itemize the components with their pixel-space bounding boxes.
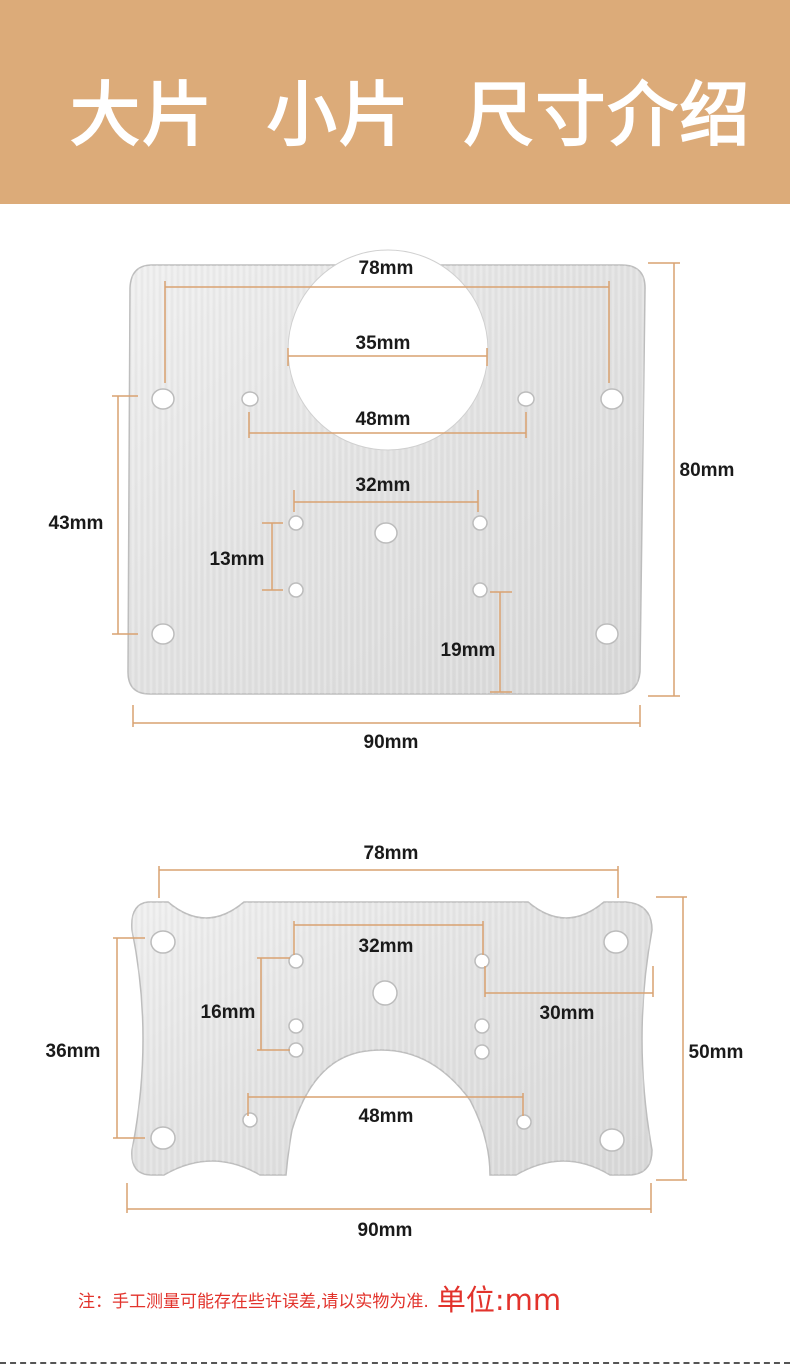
large-hole [151, 388, 175, 410]
small-hole [288, 1042, 304, 1058]
small-label-50: 50mm [689, 1042, 744, 1063]
large-label-80: 80mm [680, 460, 735, 481]
small-plate: 78mm 32mm 16mm 30mm 48mm 36mm 50mm 90mm [46, 843, 744, 1241]
large-hole [600, 388, 624, 410]
unit-label: 单位:mm [436, 1283, 562, 1317]
large-label-13: 13mm [210, 549, 265, 570]
large-dim-32 [293, 490, 479, 512]
small-hole [288, 953, 304, 969]
large-dim-13 [262, 522, 283, 591]
large-hole [374, 522, 398, 544]
small-hole [516, 1114, 532, 1130]
large-label-78: 78mm [359, 258, 414, 279]
small-hole [474, 1044, 490, 1060]
small-hole [474, 953, 490, 969]
small-dim-48 [247, 1093, 524, 1116]
small-label-32: 32mm [359, 936, 414, 957]
small-hole [603, 930, 629, 954]
large-dim-48 [248, 412, 527, 438]
large-label-32: 32mm [356, 475, 411, 496]
small-hole [599, 1128, 625, 1152]
large-dim-90 [132, 705, 641, 727]
small-hole [288, 1018, 304, 1034]
small-label-36: 36mm [46, 1041, 101, 1062]
small-label-48: 48mm [359, 1106, 414, 1127]
small-label-90: 90mm [358, 1220, 413, 1241]
header-banner: 大片 小片 尺寸介绍 [0, 0, 790, 204]
large-dim-19 [490, 591, 512, 693]
large-label-35: 35mm [356, 333, 411, 354]
small-label-16: 16mm [201, 1002, 256, 1023]
large-hole [151, 623, 175, 645]
small-hole [372, 980, 398, 1006]
note-text: 注：手工测量可能存在些许误差,请以实物为准. [78, 1292, 429, 1312]
small-dim-36 [113, 937, 145, 1139]
small-dim-16 [257, 957, 290, 1051]
small-hole [474, 1018, 490, 1034]
large-label-90: 90mm [364, 732, 419, 753]
small-dim-78 [158, 866, 619, 898]
large-hole [517, 391, 535, 407]
small-hole [150, 930, 176, 954]
large-label-48: 48mm [356, 409, 411, 430]
large-hole [241, 391, 259, 407]
small-label-30: 30mm [540, 1003, 595, 1024]
large-dim-80 [648, 262, 680, 697]
large-plate: 78mm 35mm 48mm 32mm 13mm 43mm 19mm 80mm … [49, 249, 735, 753]
large-hole [288, 582, 304, 598]
large-hole [472, 515, 488, 531]
measurement-note: 注：手工测量可能存在些许误差,请以实物为准. 单位:mm [78, 1280, 561, 1320]
bottom-divider [0, 1362, 790, 1364]
small-dim-50 [656, 896, 687, 1181]
small-dim-32 [293, 921, 484, 955]
large-label-43: 43mm [49, 513, 104, 534]
page-title: 大片 小片 尺寸介绍 [70, 74, 752, 156]
large-dim-35 [287, 348, 488, 366]
small-hole [150, 1126, 176, 1150]
large-dim-78 [164, 281, 610, 383]
small-label-78: 78mm [364, 843, 419, 864]
large-hole [472, 582, 488, 598]
large-label-19: 19mm [441, 640, 496, 661]
large-dim-43 [112, 395, 138, 635]
large-hole [595, 623, 619, 645]
small-dim-30 [484, 966, 654, 997]
large-hole [288, 515, 304, 531]
small-hole [242, 1112, 258, 1128]
small-dim-90 [126, 1183, 652, 1213]
